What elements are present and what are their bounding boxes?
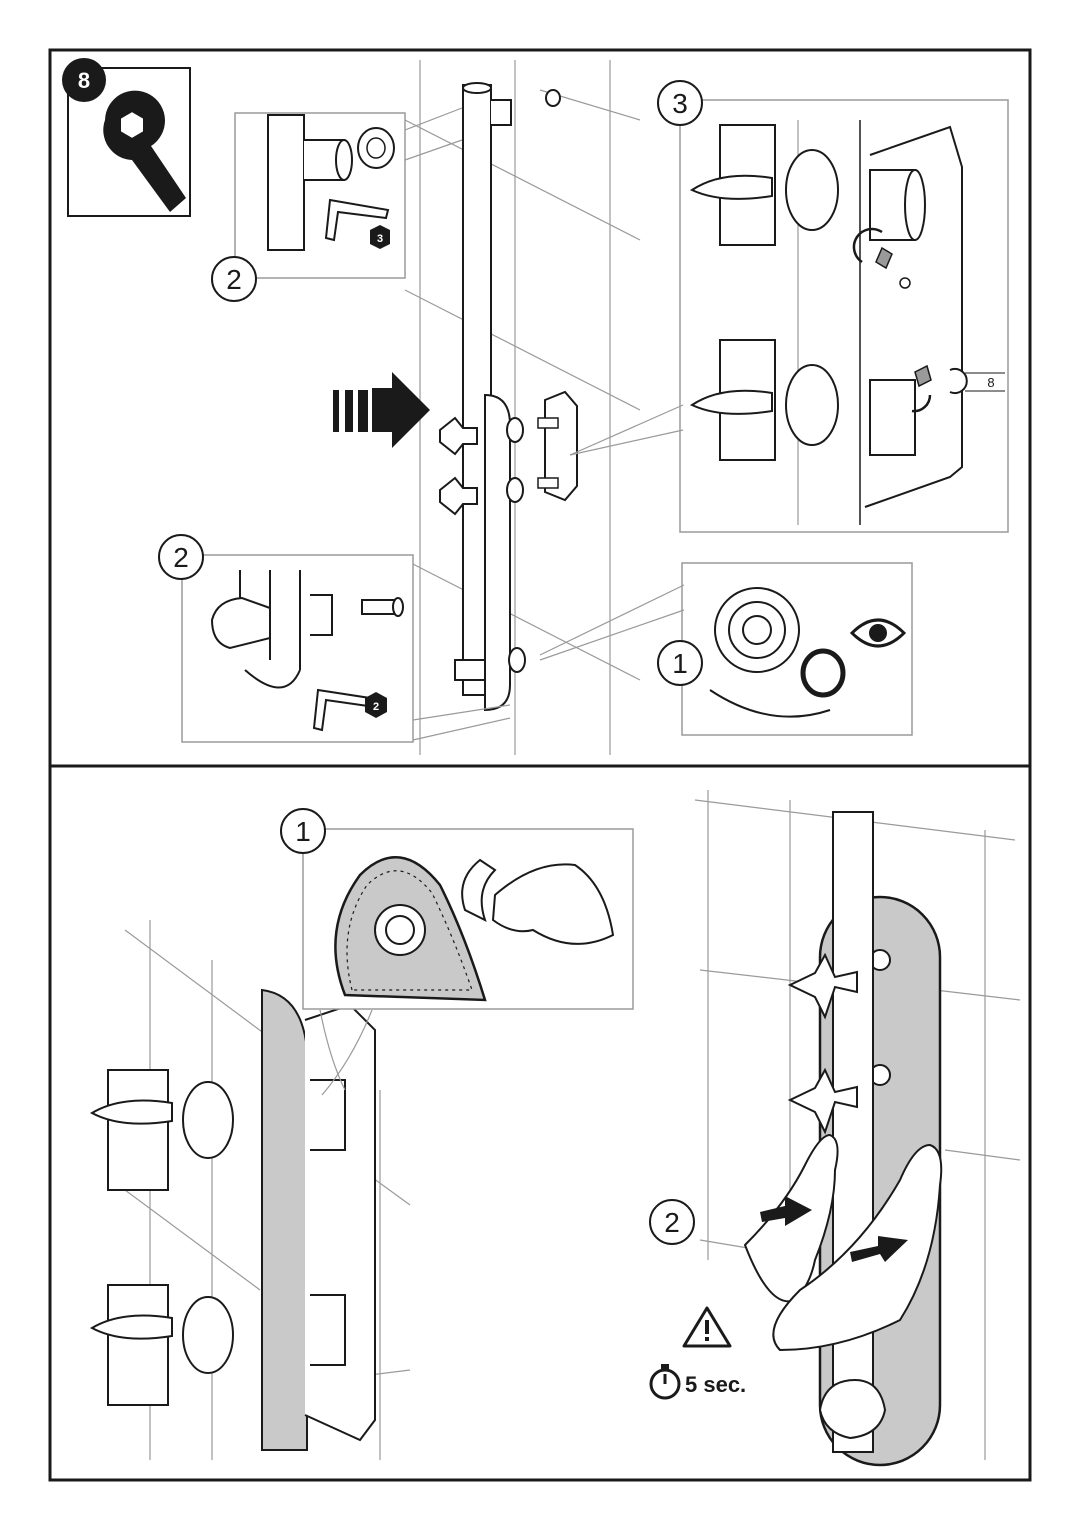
wall-tiles-top [404, 60, 641, 755]
push-arrow-icon [760, 1196, 908, 1262]
detail-top-right: 8 3 [569, 80, 1009, 533]
tool-size-bottom: 2 [373, 701, 379, 713]
detail-bottom-left: 2 2 [158, 534, 511, 743]
callout-bottom-right: 1 [672, 648, 688, 679]
push-arrow-icon [333, 372, 430, 448]
eye-icon [849, 618, 907, 648]
tool-size-top: 3 [377, 233, 383, 245]
callout-top-right: 3 [672, 88, 688, 119]
callout-seal-strip: 1 [295, 816, 311, 847]
step-number: 8 [78, 68, 90, 93]
timer-label: 5 sec. [685, 1372, 746, 1397]
hex-key-icon [324, 198, 390, 242]
callout-press: 2 [664, 1207, 680, 1238]
callout-top-left: 2 [226, 264, 242, 295]
wrench-icon [103, 90, 186, 212]
detail-seal-strip: 1 [280, 808, 634, 1096]
stopwatch-icon [649, 1364, 681, 1400]
shower-rail [439, 82, 578, 712]
spanner-size: 8 [987, 375, 994, 390]
callout-bottom-left: 2 [173, 542, 189, 573]
warning-icon [682, 1306, 732, 1348]
detail-bottom-right: 1 [539, 562, 913, 736]
detail-top-left: 3 2 [211, 107, 463, 302]
wall-panel-side [261, 988, 308, 1451]
step-badge [62, 58, 106, 102]
top-panel: 8 3 2 [62, 58, 1009, 755]
bottom-panel: 1 2 [89, 790, 1021, 1467]
valve-handles-side [89, 1069, 346, 1406]
shower-rail-front [832, 811, 874, 1453]
